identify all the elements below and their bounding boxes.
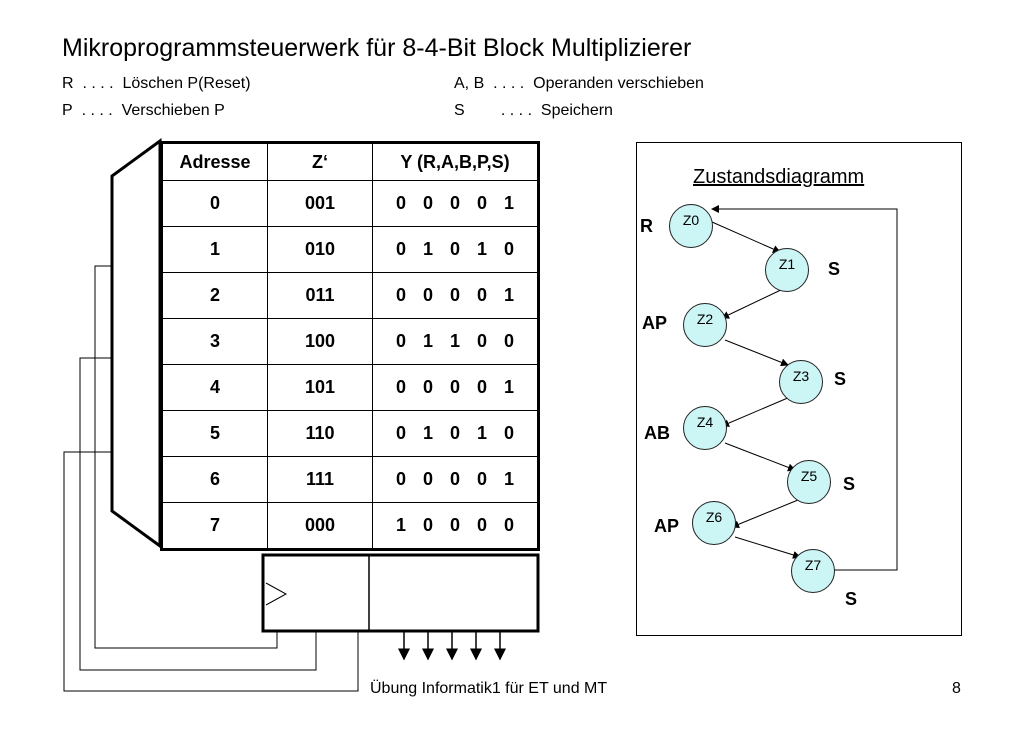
column-header-next-state: Z‘: [267, 142, 373, 181]
page-number: 8: [952, 680, 961, 697]
output-cell: 0 0 0 0 1: [372, 272, 539, 319]
state-diagram-title: Zustandsdiagramm: [693, 166, 865, 188]
transition-z7-z0: [711, 205, 898, 571]
legend-item-p: P . . . . Verschieben P: [62, 102, 225, 120]
legend-text: Verschieben P: [121, 102, 225, 119]
table-row: 1 010 0 1 0 1 0: [161, 226, 539, 273]
slide-title: Mikroprogrammsteuerwerk für 8-4-Bit Bloc…: [62, 34, 692, 62]
transition-z5-z6: [731, 499, 799, 529]
state-node-z6: Z6: [692, 501, 736, 545]
state-node-z4: Z4: [683, 406, 727, 450]
table-row: 0 001 0 0 0 0 1: [161, 180, 539, 227]
next-state-cell: 111: [267, 456, 373, 503]
table-row: 4 101 0 0 0 0 1: [161, 364, 539, 411]
output-cell: 0 0 0 0 1: [372, 364, 539, 411]
state-label-z7: S: [845, 589, 858, 609]
state-name: Z0: [682, 212, 700, 228]
address-cell: 0: [161, 180, 268, 227]
feedback-wire-2: [79, 357, 317, 671]
state-diagram-frame: [636, 142, 962, 636]
table-row: 7 000 1 0 0 0 0: [161, 502, 539, 550]
state-node-z3: Z3: [779, 360, 823, 404]
state-name: Z2: [696, 311, 714, 327]
state-label-z4: AB: [644, 423, 670, 443]
legend-dots: . . . .: [493, 75, 525, 92]
legend-key: A, B: [454, 75, 485, 92]
feedback-wire-1: [94, 265, 278, 649]
address-cell: 2: [161, 272, 268, 319]
transition-z2-z3: [724, 339, 789, 367]
output-cell: 1 0 0 0 0: [372, 502, 539, 550]
state-label-z3: S: [834, 369, 847, 389]
output-cell: 0 0 0 0 1: [372, 456, 539, 503]
state-name: Z4: [696, 414, 714, 430]
legend-item-s: S . . . . Speichern: [454, 102, 613, 120]
feedback-wire-3: [63, 451, 359, 692]
state-name: Z1: [778, 256, 796, 272]
column-header-outputs: Y (R,A,B,P,S): [372, 142, 539, 181]
state-node-z0: Z0: [669, 204, 713, 248]
next-state-cell: 000: [267, 502, 373, 550]
legend-text: Operanden verschieben: [533, 75, 704, 92]
state-label-z0: R: [640, 216, 653, 236]
next-state-cell: 110: [267, 410, 373, 457]
transition-z3-z4: [721, 396, 791, 427]
state-node-z2: Z2: [683, 303, 727, 347]
table-row: 2 011 0 0 0 0 1: [161, 272, 539, 319]
table-row: 3 100 0 1 1 0 0: [161, 318, 539, 365]
next-state-cell: 101: [267, 364, 373, 411]
state-register: [261, 553, 540, 633]
address-cell: 5: [161, 410, 268, 457]
output-cell: 0 1 0 1 0: [372, 410, 539, 457]
legend-dots: . . . .: [81, 102, 113, 119]
column-header-address: Adresse: [161, 142, 268, 181]
state-name: Z6: [705, 509, 723, 525]
output-cell: 0 0 0 0 1: [372, 180, 539, 227]
legend-key: S: [454, 102, 465, 119]
state-node-z1: Z1: [765, 248, 809, 292]
legend-item-r: R . . . . Löschen P(Reset): [62, 75, 251, 93]
legend-dots: . . . .: [500, 102, 533, 119]
transition-z4-z5: [724, 442, 796, 472]
legend-item-ab: A, B . . . . Operanden verschieben: [454, 75, 704, 93]
address-cell: 3: [161, 318, 268, 365]
address-cell: 1: [161, 226, 268, 273]
state-name: Z5: [800, 468, 818, 484]
next-state-cell: 011: [267, 272, 373, 319]
address-cell: 7: [161, 502, 268, 550]
slide-footer: Übung Informatik1 für ET und MT: [370, 680, 608, 697]
legend-text: Löschen P(Reset): [122, 75, 251, 92]
state-name: Z3: [792, 368, 810, 384]
next-state-cell: 010: [267, 226, 373, 273]
state-name: Z7: [804, 557, 822, 573]
table-header-row: Adresse Z‘ Y (R,A,B,P,S): [161, 142, 539, 181]
next-state-cell: 100: [267, 318, 373, 365]
rom-table: Adresse Z‘ Y (R,A,B,P,S) 0 001 0 0 0 0 1…: [160, 141, 540, 551]
output-cell: 0 1 1 0 0: [372, 318, 539, 365]
transition-z1-z2: [721, 287, 786, 319]
address-cell: 4: [161, 364, 268, 411]
output-cell: 0 1 0 1 0: [372, 226, 539, 273]
legend-dots: . . . .: [82, 75, 114, 92]
legend-key: P: [62, 102, 73, 119]
next-state-cell: 001: [267, 180, 373, 227]
transition-z0-z1: [711, 221, 781, 253]
address-decoder: [110, 138, 162, 549]
state-label-z6: AP: [654, 516, 680, 536]
state-label-z2: AP: [642, 313, 668, 333]
transition-z6-z7: [734, 536, 801, 559]
address-cell: 6: [161, 456, 268, 503]
legend-key: R: [62, 75, 74, 92]
clock-input-icon: [265, 582, 288, 606]
state-label-z1: S: [828, 259, 841, 279]
legend-text: Speichern: [540, 102, 613, 119]
state-node-z7: Z7: [791, 549, 835, 593]
state-node-z5: Z5: [787, 460, 831, 504]
table-row: 6 111 0 0 0 0 1: [161, 456, 539, 503]
state-label-z5: S: [843, 474, 856, 494]
table-row: 5 110 0 1 0 1 0: [161, 410, 539, 457]
